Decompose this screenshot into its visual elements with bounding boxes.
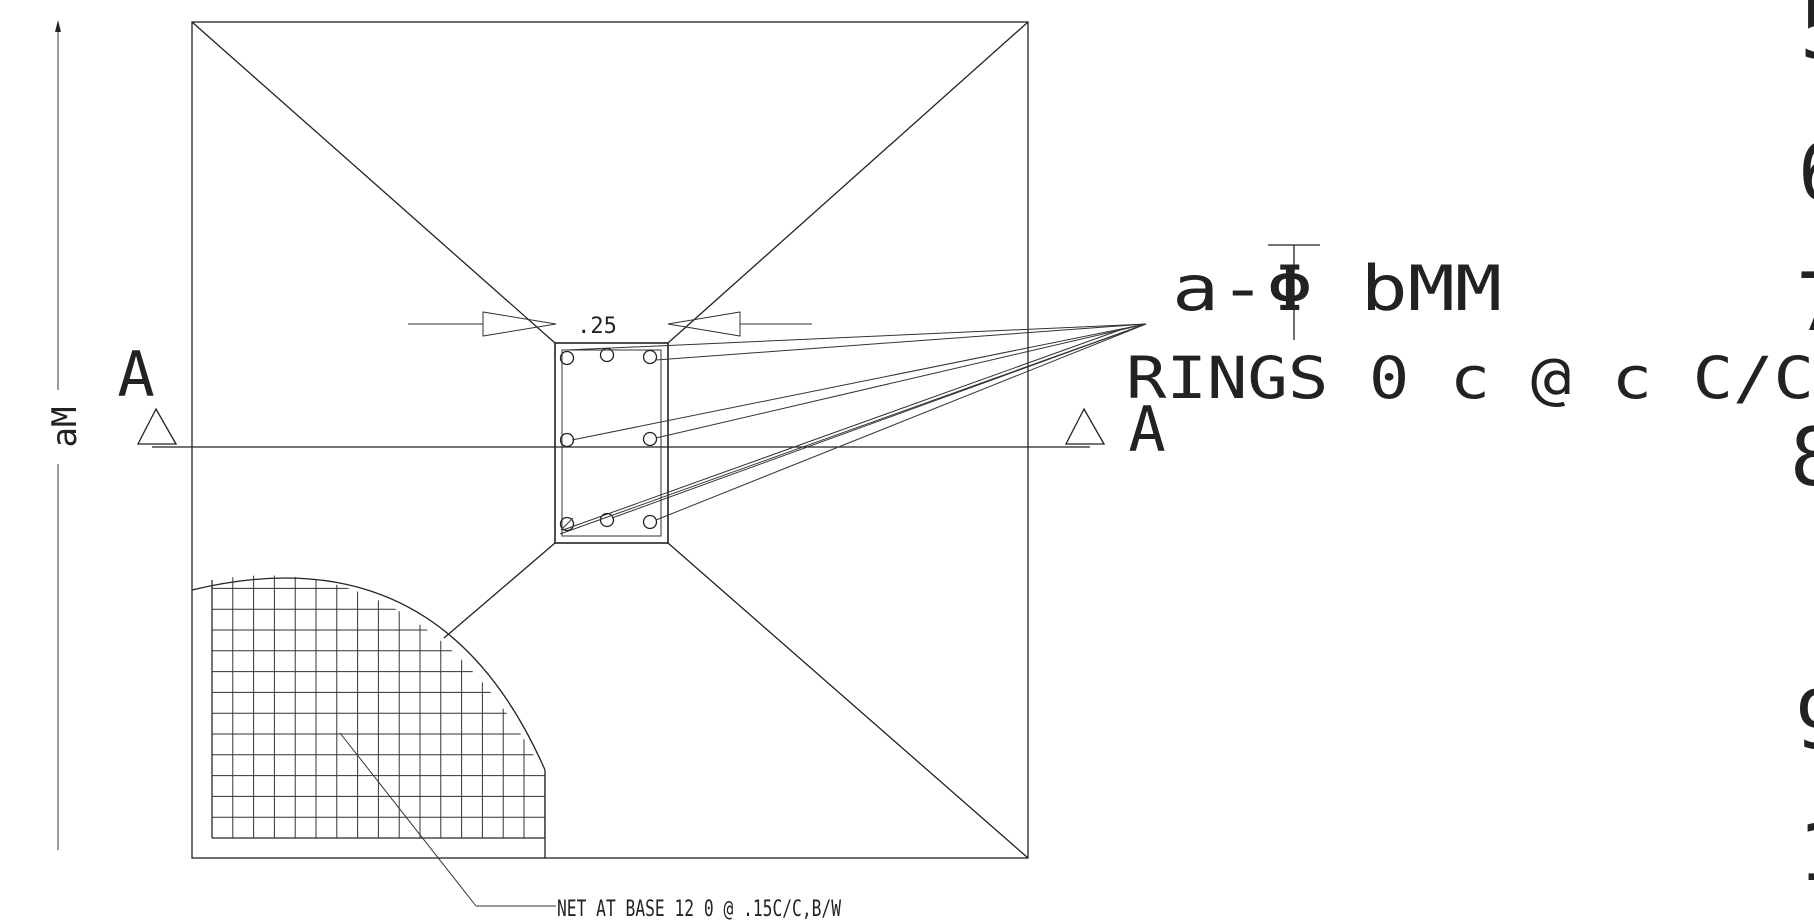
base-net-hatch bbox=[191, 575, 546, 858]
section-arrow-left-icon bbox=[136, 407, 178, 445]
column-section bbox=[554, 342, 669, 544]
overall-dimension: aM bbox=[45, 20, 85, 850]
edge-glyph-1: 5 bbox=[1800, 0, 1814, 77]
edge-glyph-2: 6 bbox=[1798, 126, 1814, 219]
section-arrow-right-icon bbox=[1064, 407, 1106, 445]
net-leader: NET AT BASE 12 0 @ .15C/C,B/W bbox=[339, 732, 842, 922]
rings-callout-label: RINGS 0 c @ c C/C bbox=[1126, 344, 1814, 412]
overall-dimension-label: aM bbox=[45, 407, 85, 448]
edge-glyph-3: 7 bbox=[1796, 256, 1814, 349]
net-callout-label: NET AT BASE 12 0 @ .15C/C,B/W bbox=[557, 897, 842, 922]
edge-glyphs: 5 6 7 8 9 1 bbox=[1790, 0, 1814, 899]
section-line: A A bbox=[117, 338, 1165, 466]
bar-callout: a-Φ bMM bbox=[1172, 244, 1502, 340]
section-marker-right: A bbox=[1128, 393, 1165, 466]
column-width-label: .25 bbox=[577, 314, 617, 339]
footing-slope-lines bbox=[191, 21, 1029, 859]
edge-glyph-4: 8 bbox=[1790, 411, 1814, 504]
edge-glyph-6: 1 bbox=[1798, 806, 1814, 899]
bar-leader-lines bbox=[559, 323, 1147, 535]
section-marker-left: A bbox=[117, 338, 154, 411]
bar-callout-label: a-Φ bMM bbox=[1172, 252, 1502, 325]
edge-glyph-5: 9 bbox=[1795, 674, 1814, 767]
footing-outline bbox=[191, 21, 1029, 859]
column-width-dimension: .25 bbox=[408, 311, 812, 339]
